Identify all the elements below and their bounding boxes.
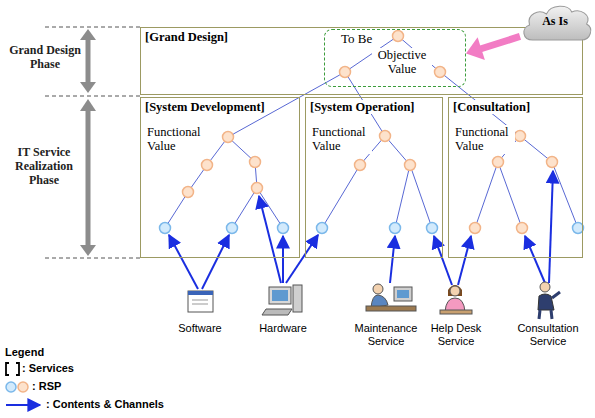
tree-line <box>445 76 459 87</box>
phase-label: IT Service Realization Phase <box>4 146 84 187</box>
help-desk-icon <box>440 285 472 314</box>
as-is-cloud: As Is <box>520 3 594 43</box>
service-box: [Grand Design] To BeObjective Value <box>140 27 583 95</box>
functional-value: Functional Value <box>312 125 372 154</box>
arrow-sample <box>6 404 40 406</box>
functional-value: Functional Value <box>455 125 515 154</box>
objective-box: To BeObjective Value <box>324 29 466 87</box>
value-link <box>354 87 360 97</box>
service-heading: [System Development] <box>145 100 265 114</box>
legend-text: : RSP <box>32 380 61 392</box>
arrow-head <box>466 37 485 60</box>
phase-label: Grand Design Phase <box>8 44 82 72</box>
rsp-circles-orange <box>183 31 558 234</box>
channel-arrows <box>169 171 553 289</box>
software-icon <box>188 291 213 312</box>
service-box: [System Development] Functional Value <box>140 97 300 258</box>
as-is-arrow <box>480 36 520 49</box>
icon-caption: Maintenance Service <box>348 322 424 348</box>
to-be-heading: To Be <box>341 32 372 47</box>
tree-line <box>348 77 354 87</box>
tree-line <box>324 75 340 84</box>
service-heading: [Consultation] <box>453 100 530 114</box>
consultation-icon <box>538 282 560 319</box>
icon-caption: Hardware <box>253 322 313 335</box>
phase-arrows <box>80 29 96 256</box>
service-heading: [System Operation] <box>310 100 415 114</box>
objective-value: Objective Value <box>372 48 432 77</box>
service-box: [System Operation] Functional Value <box>305 97 443 258</box>
rsp-sample <box>6 382 16 392</box>
rsp-sample <box>18 382 28 392</box>
rsp-circles-blue <box>160 223 584 234</box>
functional-value: Functional Value <box>147 125 207 154</box>
bracket-sample <box>6 363 19 375</box>
maintenance-icon <box>366 284 416 311</box>
value-link <box>459 87 472 97</box>
hardware-icon <box>262 285 302 315</box>
service-heading: [Grand Design] <box>145 30 228 44</box>
tree-lines <box>165 36 578 228</box>
icon-caption: Help Desk Service <box>427 322 485 348</box>
service-box: [Consultation] Functional Value <box>448 97 583 258</box>
icon-caption: Software <box>170 322 230 335</box>
icon-caption: Consultation Service <box>512 322 584 348</box>
value-link <box>300 84 324 97</box>
legend-title: Legend <box>5 346 65 359</box>
legend-text: : Contents & Channels <box>46 398 164 410</box>
legend-text: : Services <box>22 362 74 374</box>
as-is-label: As Is <box>520 15 590 29</box>
